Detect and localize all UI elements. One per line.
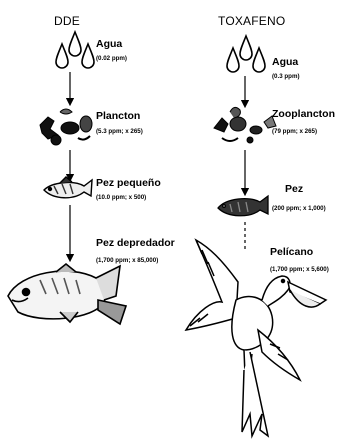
dde-water-drops-icon (56, 32, 94, 68)
toxafeno-level-1-detail: (0.3 ppm) (272, 73, 300, 80)
toxafeno-level-4-detail: (1,700 ppm; x 5,600) (270, 266, 329, 273)
dde-level-1-detail: (0.02 ppm) (96, 55, 127, 62)
dde-level-2-name: Plancton (96, 110, 140, 122)
toxafeno-level-3-detail: (200 ppm; x 1,000) (272, 205, 326, 212)
toxafeno-level-3-name: Pez (285, 183, 303, 195)
dde-level-4-name: Pez depredador (96, 237, 175, 249)
dde-level-4-detail: (1,700 ppm; x 85,000) (96, 257, 158, 264)
dde-title: DDE (54, 14, 80, 28)
toxafeno-zooplankton-icon (214, 107, 276, 143)
dde-level-2-detail: (5.3 ppm; x 265) (96, 128, 143, 135)
dde-small-fish-icon (44, 177, 92, 198)
toxafeno-fish-icon (218, 196, 268, 216)
dde-level-3-detail: (10.0 ppm; x 500) (96, 194, 146, 201)
toxafeno-level-2-name: Zooplancton (272, 108, 335, 120)
dde-level-1-name: Agua (96, 38, 122, 50)
toxafeno-level-2-detail: (79 ppm; x 265) (272, 128, 317, 135)
dde-plankton-icon (40, 109, 92, 145)
toxafeno-water-drops-icon (227, 36, 265, 72)
toxafeno-level-1-name: Agua (272, 56, 298, 68)
dde-predator-fish-icon (8, 264, 126, 324)
toxafeno-title: TOXAFENO (218, 14, 285, 28)
toxafeno-level-4-name: Pelícano (270, 246, 313, 258)
dde-level-3-name: Pez pequeño (96, 177, 161, 189)
